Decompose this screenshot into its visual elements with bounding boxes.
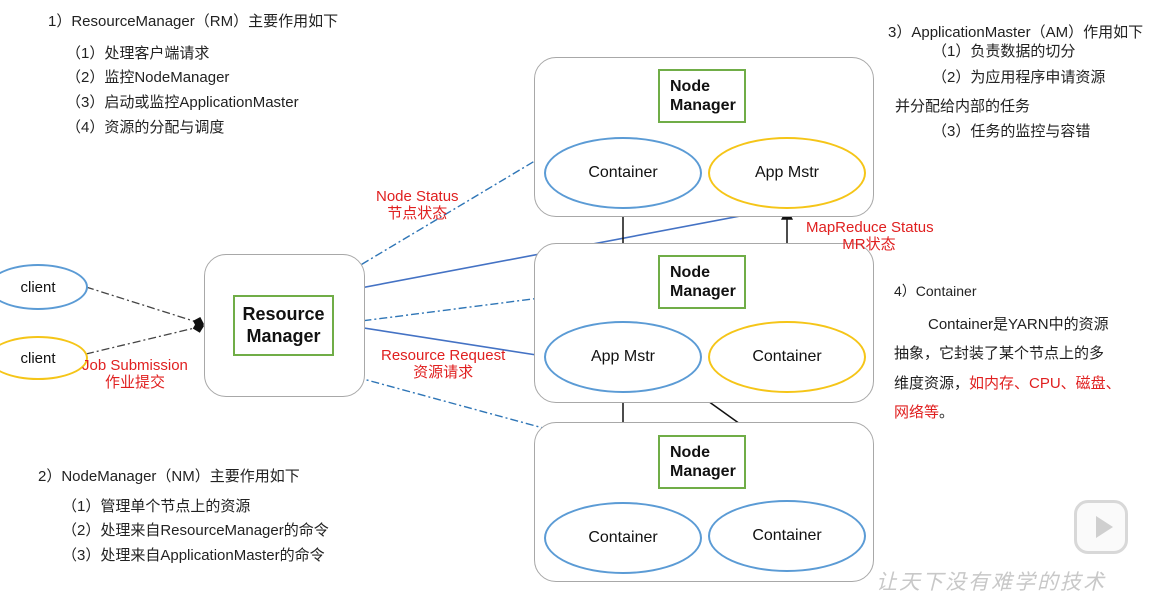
node-status-label: Node Status 节点状态 (376, 188, 459, 223)
resource-request-en: Resource Request (381, 347, 506, 364)
node2-app-mstr-label: App Mstr (590, 348, 655, 365)
nm3-label-line2: Manager (670, 463, 736, 480)
client-ellipse-2: client (0, 336, 88, 380)
nm-item-3: （3）处理来自ApplicationMaster的命令 (62, 547, 325, 564)
nm-item-1: （1）管理单个节点上的资源 (62, 498, 251, 515)
rm-item-3: （3）启动或监控ApplicationMaster (66, 94, 299, 111)
rm-label-line1: Resource (242, 303, 325, 324)
node1-container-label: Container (588, 164, 658, 181)
container-desc-line4: 网络等。 (894, 404, 954, 422)
client1-to-rm-line (85, 286, 205, 329)
play-icon[interactable] (1074, 500, 1128, 554)
node2-app-mstr: App Mstr (544, 321, 702, 393)
node-manager-box-1: Node Manager (658, 69, 746, 123)
job-submission-en: Job Submission (82, 357, 188, 374)
rm-item-2: （2）监控NodeManager (66, 69, 230, 86)
node1-app-mstr: App Mstr (708, 137, 866, 209)
nm2-label-line2: Manager (670, 283, 736, 300)
node3-container-right: Container (708, 500, 866, 572)
client-label-1: client (20, 278, 56, 296)
nm-item-2: （2）处理来自ResourceManager的命令 (62, 522, 329, 539)
container-section-title: 4）Container (894, 283, 977, 299)
container-desc-line4-suffix: 。 (939, 404, 955, 421)
mr-status-cn: MR状态 (842, 236, 896, 254)
am-item-3: （3）任务的监控与容错 (932, 123, 1091, 140)
nm3-label-line1: Node (670, 443, 710, 461)
container-desc-line2: 抽象，它封装了某个节点上的多 (894, 345, 1105, 362)
nm1-label-line2: Manager (670, 97, 736, 114)
container-desc-line3: 维度资源，如内存、CPU、磁盘、 (894, 375, 1121, 393)
container-desc-line4-red: 网络等 (894, 404, 940, 421)
mr-status-label: MapReduce Status MR状态 (806, 219, 934, 254)
resource-request-cn: 资源请求 (413, 364, 474, 382)
node1-app-mstr-label: App Mstr (754, 164, 819, 181)
nm2-label-line1: Node (670, 263, 710, 281)
node-status-en: Node Status (376, 188, 459, 205)
container-desc-line3-prefix: 维度资源， (894, 375, 970, 392)
node-manager-box-2: Node Manager (658, 255, 746, 309)
job-submission-cn: 作业提交 (104, 374, 165, 392)
rm-item-4: （4）资源的分配与调度 (66, 119, 225, 136)
am-section-title: 3）ApplicationMaster（AM）作用如下 (888, 24, 1144, 41)
resource-manager-label-box: Resource Manager (233, 295, 334, 356)
node3-container-right-label: Container (752, 527, 822, 544)
rm-item-1: （1）处理客户端请求 (66, 45, 210, 62)
rm-label-line2: Manager (246, 325, 321, 346)
client2-to-rm-line (85, 321, 205, 355)
nm1-label-line1: Node (670, 77, 710, 95)
rm-section-title: 1）ResourceManager（RM）主要作用如下 (48, 13, 339, 30)
node3-container-left: Container (544, 502, 702, 574)
node1-container: Container (544, 137, 702, 209)
job-submission-label: Job Submission 作业提交 (82, 357, 188, 392)
am2-to-rm-request-line (336, 319, 544, 357)
node2-container: Container (708, 321, 866, 393)
container-desc-line3-red: 如内存、CPU、磁盘、 (969, 375, 1121, 392)
container-desc-line1: Container是YARN中的资源 (928, 316, 1109, 333)
nm-section-title: 2）NodeManager（NM）主要作用如下 (38, 468, 300, 485)
node-status-cn: 节点状态 (387, 205, 448, 223)
am-item-1: （1）负责数据的切分 (932, 43, 1076, 60)
watermark-text: 让天下没有难学的技术 (876, 570, 1106, 594)
node2-container-label: Container (752, 348, 822, 365)
client-ellipse-1: client (0, 264, 88, 310)
am-item-2: （2）为应用程序申请资源 (932, 69, 1106, 86)
node3-container-left-label: Container (588, 529, 658, 546)
node-manager-box-3: Node Manager (658, 435, 746, 489)
resource-request-label: Resource Request 资源请求 (381, 347, 505, 382)
am-item-2-cont: 并分配给内部的任务 (895, 98, 1031, 115)
mr-status-en: MapReduce Status (806, 219, 934, 236)
client-label-2: client (20, 349, 56, 367)
